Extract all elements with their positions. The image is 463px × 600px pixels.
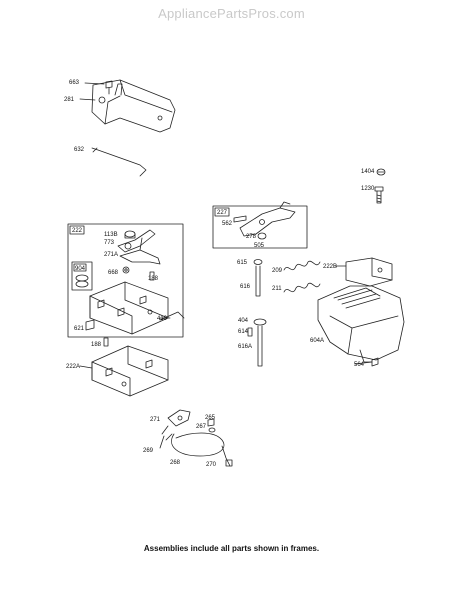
part-616A-rod bbox=[257, 325, 263, 367]
label-188-lower: 188 bbox=[91, 342, 102, 348]
part-663-screw bbox=[105, 80, 113, 95]
frame-904 bbox=[71, 261, 93, 291]
label-271A: 271A bbox=[104, 252, 118, 258]
label-281: 281 bbox=[64, 97, 75, 103]
part-668-spring bbox=[122, 266, 130, 274]
part-269-cable-end bbox=[161, 425, 173, 441]
part-1230-screw bbox=[374, 186, 384, 204]
label-209: 209 bbox=[272, 268, 283, 274]
control-base-plate bbox=[89, 281, 169, 335]
label-404: 404 bbox=[238, 318, 249, 324]
leader-564 bbox=[354, 361, 373, 365]
part-labels: 663 281 632 1404 1230 222 113B 773 271A … bbox=[64, 80, 375, 468]
label-410: 410 bbox=[157, 316, 168, 322]
label-773: 773 bbox=[104, 240, 115, 246]
label-621: 621 bbox=[74, 326, 85, 332]
assembly-footnote: Assemblies include all parts shown in fr… bbox=[143, 544, 320, 553]
label-222: 222 bbox=[72, 228, 83, 234]
part-271-lever bbox=[167, 409, 191, 427]
part-615-collar bbox=[253, 259, 263, 265]
label-265: 265 bbox=[205, 415, 216, 421]
part-616-rod bbox=[255, 265, 261, 297]
label-222B: 222B bbox=[323, 264, 337, 270]
part-404-washer bbox=[253, 318, 267, 326]
label-604A: 604A bbox=[310, 338, 324, 344]
part-267-nut bbox=[208, 427, 216, 433]
leader-222A bbox=[79, 365, 93, 369]
label-505: 505 bbox=[254, 243, 265, 249]
part-773-lever bbox=[117, 229, 156, 253]
label-227: 227 bbox=[217, 210, 228, 216]
part-209-spring bbox=[283, 260, 321, 271]
part-281-bracket bbox=[91, 79, 176, 133]
label-615: 615 bbox=[237, 260, 248, 266]
part-211-spring bbox=[283, 282, 321, 293]
part-562-screw bbox=[233, 215, 247, 223]
label-268: 268 bbox=[170, 460, 181, 466]
frame-227-tag bbox=[214, 207, 230, 217]
part-614-pin bbox=[247, 327, 253, 337]
part-505-washer bbox=[257, 232, 267, 240]
part-564-screw bbox=[371, 357, 379, 367]
label-668: 668 bbox=[108, 270, 119, 276]
label-1230: 1230 bbox=[361, 186, 375, 192]
part-904-washers bbox=[75, 274, 89, 288]
label-1404: 1404 bbox=[361, 169, 375, 175]
label-616: 616 bbox=[240, 284, 251, 290]
label-663: 663 bbox=[69, 80, 80, 86]
site-watermark: AppliancePartsPros.com bbox=[158, 6, 305, 21]
label-904: 904 bbox=[75, 266, 86, 272]
part-621-clip bbox=[85, 319, 95, 331]
frame-904-tag bbox=[73, 263, 87, 272]
part-113B-nut bbox=[124, 230, 136, 239]
frame-227 bbox=[212, 205, 308, 249]
part-222A-plate bbox=[91, 345, 169, 397]
part-188-screw-lower bbox=[103, 337, 109, 347]
frame-222 bbox=[67, 223, 184, 338]
label-614: 614 bbox=[238, 329, 249, 335]
label-270: 270 bbox=[206, 462, 217, 468]
part-265-screw bbox=[207, 418, 215, 427]
part-222B-bracket bbox=[345, 257, 393, 287]
label-222A: 222A bbox=[66, 364, 80, 370]
label-267: 267 bbox=[196, 424, 207, 430]
part-1404-clip bbox=[376, 168, 386, 176]
part-268-cable bbox=[159, 432, 231, 467]
part-188-screw-upper bbox=[149, 271, 155, 281]
label-269: 269 bbox=[143, 448, 154, 454]
part-410-link bbox=[159, 311, 185, 321]
frame-222-tag bbox=[69, 225, 85, 235]
label-616A: 616A bbox=[238, 344, 252, 350]
label-271: 271 bbox=[150, 417, 161, 423]
label-562: 562 bbox=[222, 221, 233, 227]
label-632: 632 bbox=[74, 147, 85, 153]
part-270-clip bbox=[225, 459, 233, 467]
label-278: 278 bbox=[246, 234, 257, 240]
label-564: 564 bbox=[354, 362, 365, 368]
label-211: 211 bbox=[272, 286, 282, 292]
leader-281 bbox=[79, 98, 96, 101]
part-632-rod bbox=[91, 147, 147, 177]
part-271A-lever bbox=[119, 237, 161, 265]
label-113B: 113B bbox=[104, 232, 118, 238]
label-188-upper: 188 bbox=[148, 276, 159, 282]
leader-663 bbox=[84, 82, 105, 85]
part-278-lever bbox=[239, 201, 296, 237]
part-604A-housing bbox=[317, 285, 405, 363]
